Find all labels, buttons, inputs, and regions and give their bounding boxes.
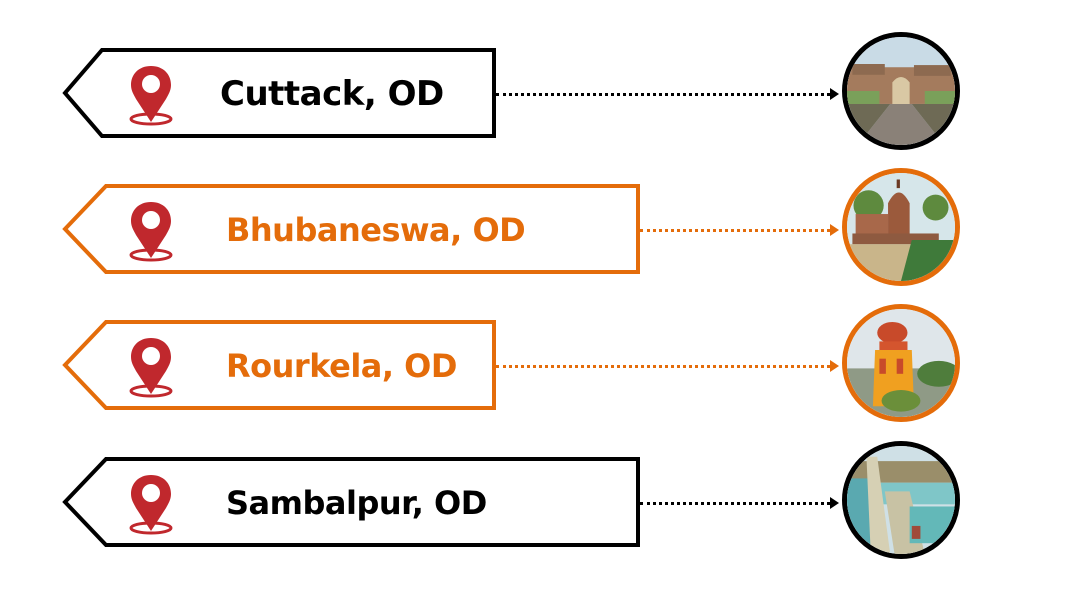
location-photo-sambalpur	[842, 441, 960, 559]
location-row-cuttack: Cuttack, OD	[0, 32, 1069, 150]
location-row-sambalpur: Sambalpur, OD	[0, 441, 1069, 559]
dam-image	[847, 446, 955, 554]
connector-arrowhead-icon	[830, 497, 839, 509]
dotted-connector	[496, 93, 830, 96]
connector-arrowhead-icon	[830, 224, 839, 236]
signpost-arrow-shape	[62, 320, 496, 410]
temple-image	[847, 173, 955, 281]
location-signpost: Bhubaneswa, OD	[62, 184, 640, 276]
location-label: Sambalpur, OD	[226, 484, 487, 522]
dotted-connector	[640, 502, 830, 505]
location-signpost: Cuttack, OD	[62, 48, 496, 140]
signpost-arrow-shape	[62, 184, 640, 274]
location-photo-rourkela	[842, 304, 960, 422]
dotted-connector	[640, 229, 830, 232]
location-row-bhubaneswar: Bhubaneswa, OD	[0, 168, 1069, 286]
location-signpost: Sambalpur, OD	[62, 457, 640, 549]
connector-arrowhead-icon	[830, 88, 839, 100]
dotted-connector	[496, 365, 830, 368]
location-label: Bhubaneswa, OD	[226, 211, 526, 249]
location-label: Rourkela, OD	[226, 347, 457, 385]
location-label: Cuttack, OD	[220, 74, 444, 114]
map-pin-icon	[129, 66, 173, 126]
fort-gate-image	[847, 37, 955, 145]
signpost-arrow-shape	[62, 48, 496, 138]
map-pin-icon	[129, 475, 173, 535]
signpost-arrow-shape	[62, 457, 640, 547]
location-photo-cuttack	[842, 32, 960, 150]
connector-arrowhead-icon	[830, 360, 839, 372]
location-photo-bhubaneswar	[842, 168, 960, 286]
hilltop-temple-image	[847, 309, 955, 417]
map-pin-icon	[129, 202, 173, 262]
location-signpost: Rourkela, OD	[62, 320, 496, 412]
location-row-rourkela: Rourkela, OD	[0, 304, 1069, 422]
map-pin-icon	[129, 338, 173, 398]
